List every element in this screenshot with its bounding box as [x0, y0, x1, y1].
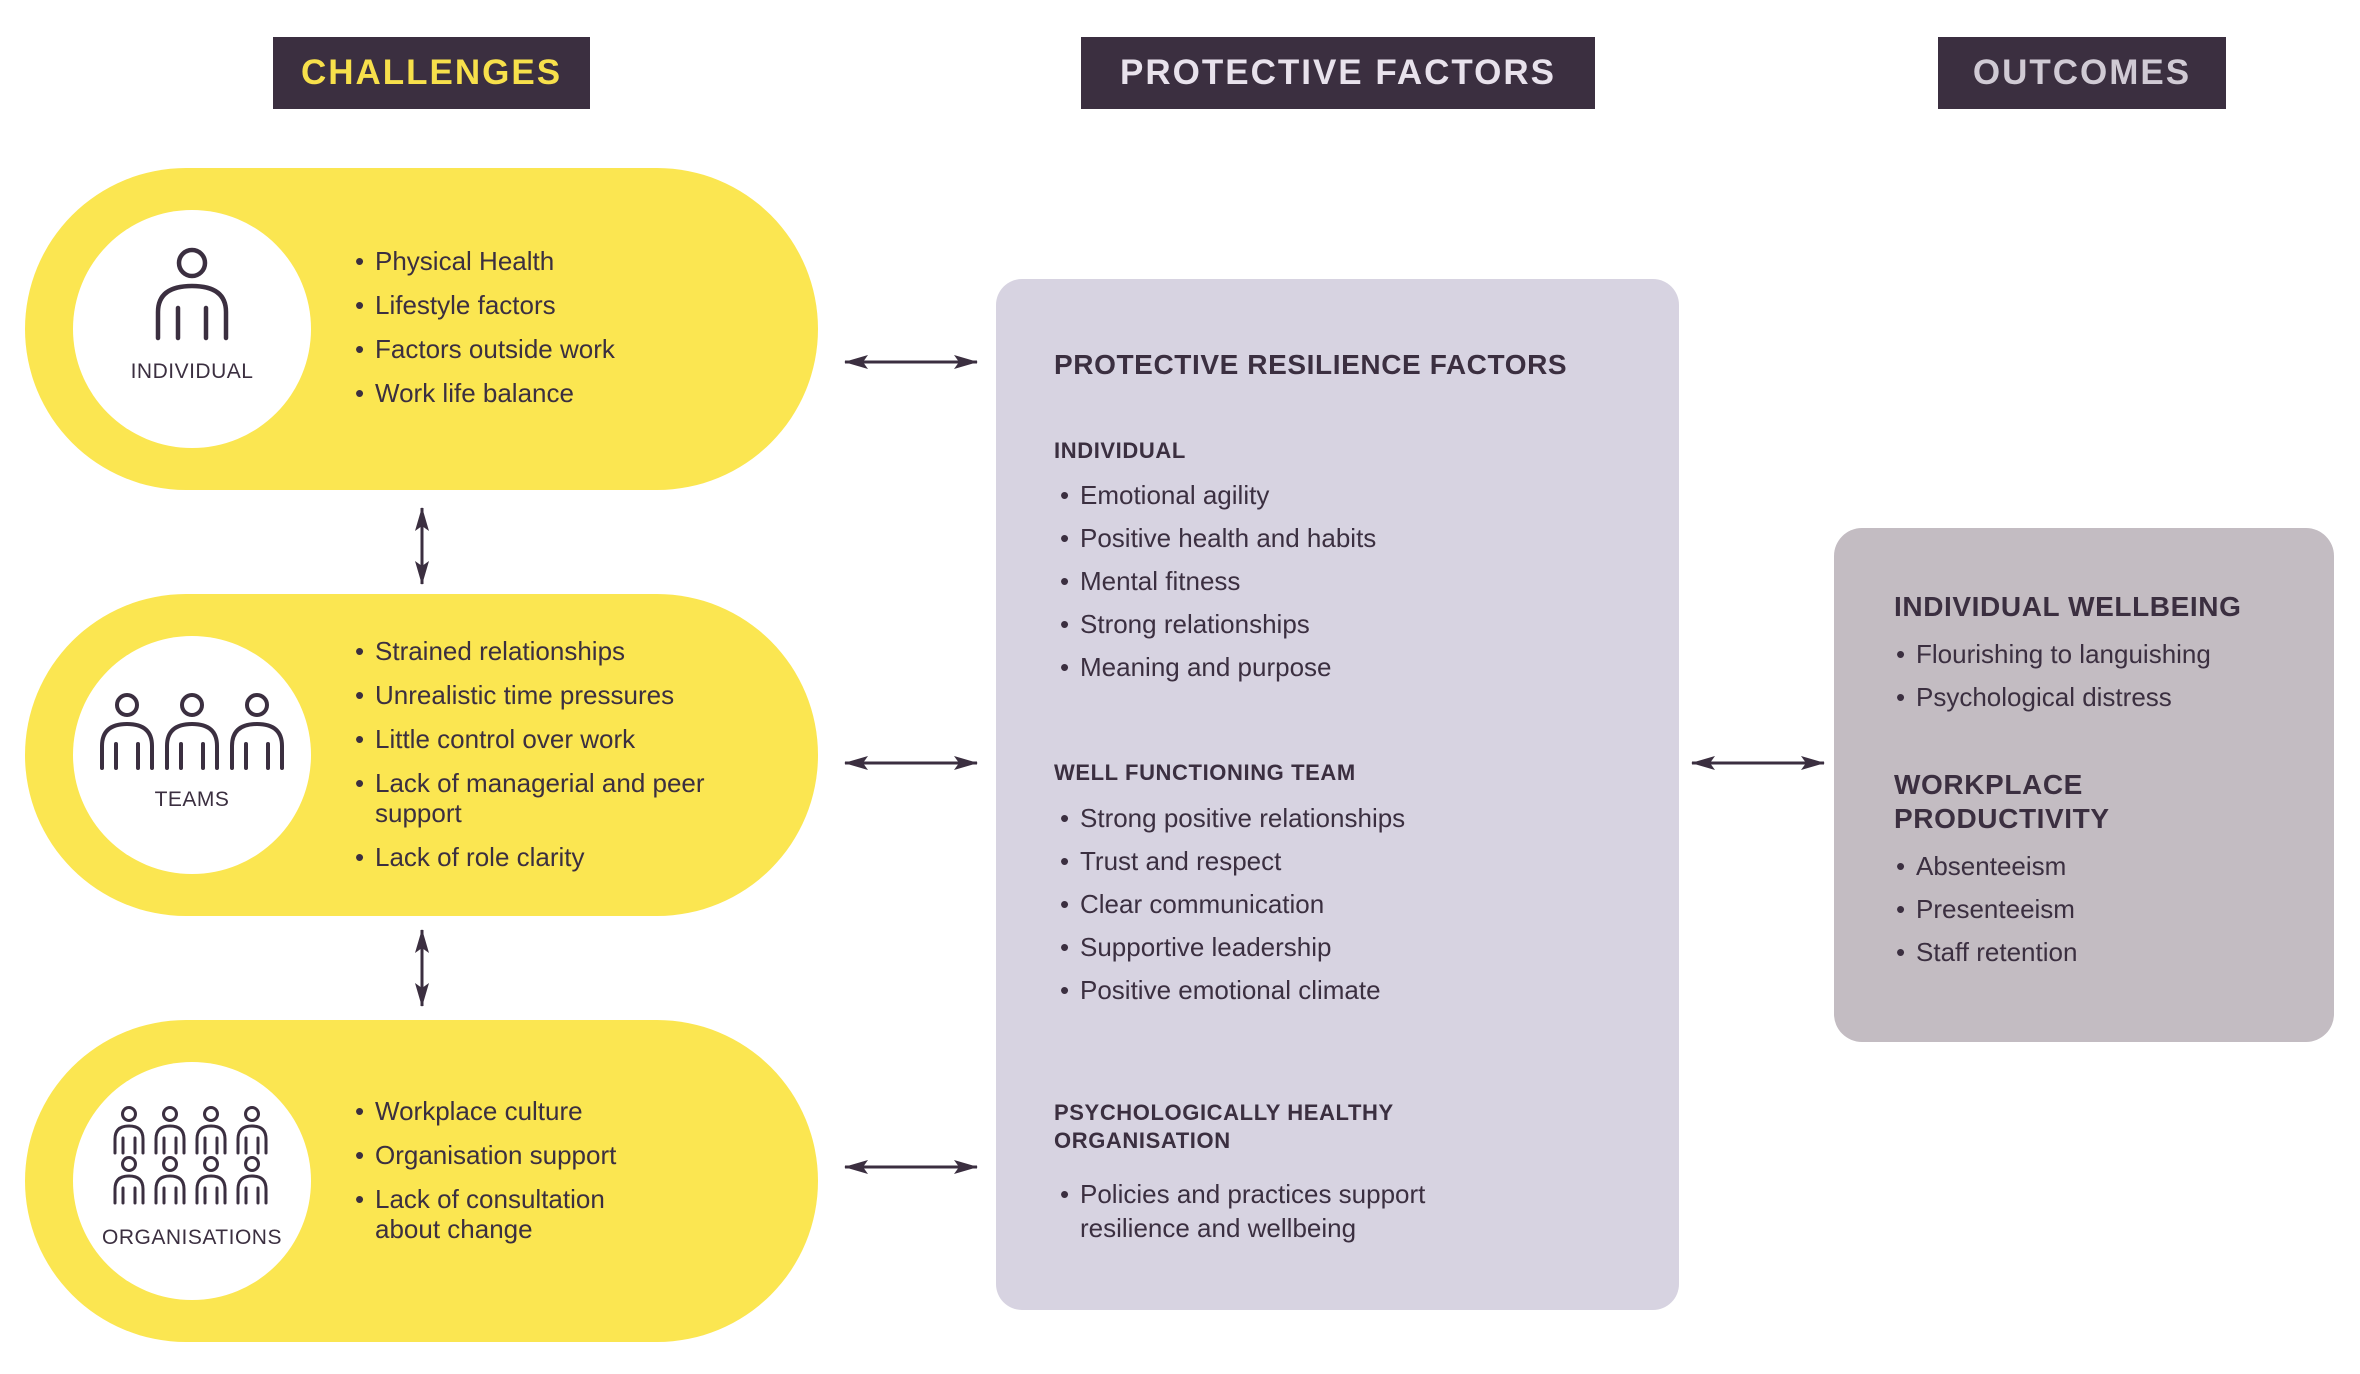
outcomes-box: INDIVIDUAL WELLBEING Flourishing to lang… [1834, 528, 2334, 1042]
list-item: Clear communication [1060, 887, 1405, 921]
list-item: Policies and practices support resilienc… [1060, 1177, 1490, 1245]
list-item: Strong relationships [1060, 607, 1376, 641]
productivity-heading: WORKPLACE PRODUCTIVITY [1894, 769, 2110, 834]
list-item: Work life balance [355, 378, 615, 408]
teams-circle: TEAMS [73, 636, 311, 874]
organisations-label: ORGANISATIONS [102, 1226, 282, 1249]
list-item: Presenteeism [1896, 892, 2077, 926]
team-icon [100, 693, 284, 770]
list-item: Organisation support [355, 1140, 675, 1170]
teams-label: TEAMS [154, 788, 230, 811]
individual-challenges-list: Physical Health Lifestyle factors Factor… [355, 246, 615, 422]
list-item: Physical Health [355, 246, 615, 276]
individual-label: INDIVIDUAL [130, 360, 254, 383]
list-item: Little control over work [355, 724, 725, 754]
list-item: Trust and respect [1060, 844, 1405, 878]
protective-organisation-list: Policies and practices support resilienc… [1060, 1177, 1490, 1254]
list-item: Strong positive relationships [1060, 801, 1405, 835]
list-item: Staff retention [1896, 935, 2077, 969]
list-item: Mental fitness [1060, 564, 1376, 598]
outcomes-header: OUTCOMES [1938, 37, 2226, 109]
wellbeing-heading: INDIVIDUAL WELLBEING [1894, 591, 2242, 622]
list-item: Flourishing to languishing [1896, 637, 2211, 671]
list-item: Supportive leadership [1060, 930, 1405, 964]
list-item: Lack of role clarity [355, 842, 725, 872]
protective-factors-box: PROTECTIVE RESILIENCE FACTORS INDIVIDUAL… [996, 279, 1679, 1310]
challenge-organisations: ORGANISATIONS Workplace culture Organisa… [25, 1020, 818, 1342]
list-item: Emotional agility [1060, 478, 1376, 512]
protective-title: PROTECTIVE RESILIENCE FACTORS [1054, 349, 1568, 380]
organisations-circle: ORGANISATIONS [73, 1062, 311, 1300]
challenges-header: CHALLENGES [273, 37, 590, 109]
list-item: Absenteeism [1896, 849, 2077, 883]
teams-challenges-list: Strained relationships Unrealistic time … [355, 636, 725, 886]
list-item: Lifestyle factors [355, 290, 615, 320]
list-item: Unrealistic time pressures [355, 680, 725, 710]
productivity-list: Absenteeism Presenteeism Staff retention [1896, 849, 2077, 978]
list-item: Meaning and purpose [1060, 650, 1376, 684]
challenge-individual: INDIVIDUAL Physical Health Lifestyle fac… [25, 168, 818, 490]
list-item: Factors outside work [355, 334, 615, 364]
list-item: Psychological distress [1896, 680, 2211, 714]
list-item: Lack of consultation about change [355, 1184, 675, 1244]
list-item: Workplace culture [355, 1096, 675, 1126]
list-item: Strained relationships [355, 636, 725, 666]
protective-organisation-heading: PSYCHOLOGICALLY HEALTHY ORGANISATION [1054, 1100, 1394, 1153]
wellbeing-list: Flourishing to languishing Psychological… [1896, 637, 2211, 723]
protective-individual-list: Emotional agility Positive health and ha… [1060, 478, 1376, 693]
individual-circle: INDIVIDUAL [73, 210, 311, 448]
protective-team-heading: WELL FUNCTIONING TEAM [1054, 760, 1356, 785]
protective-team-list: Strong positive relationships Trust and … [1060, 801, 1405, 1016]
list-item: Positive emotional climate [1060, 973, 1405, 1007]
protective-individual-heading: INDIVIDUAL [1054, 438, 1186, 463]
protective-factors-header: PROTECTIVE FACTORS [1081, 37, 1595, 109]
list-item: Positive health and habits [1060, 521, 1376, 555]
person-icon [155, 247, 229, 341]
list-item: Lack of managerial and peer support [355, 768, 725, 828]
organisations-challenges-list: Workplace culture Organisation support L… [355, 1096, 675, 1258]
challenge-teams: TEAMS Strained relationships Unrealistic… [25, 594, 818, 916]
